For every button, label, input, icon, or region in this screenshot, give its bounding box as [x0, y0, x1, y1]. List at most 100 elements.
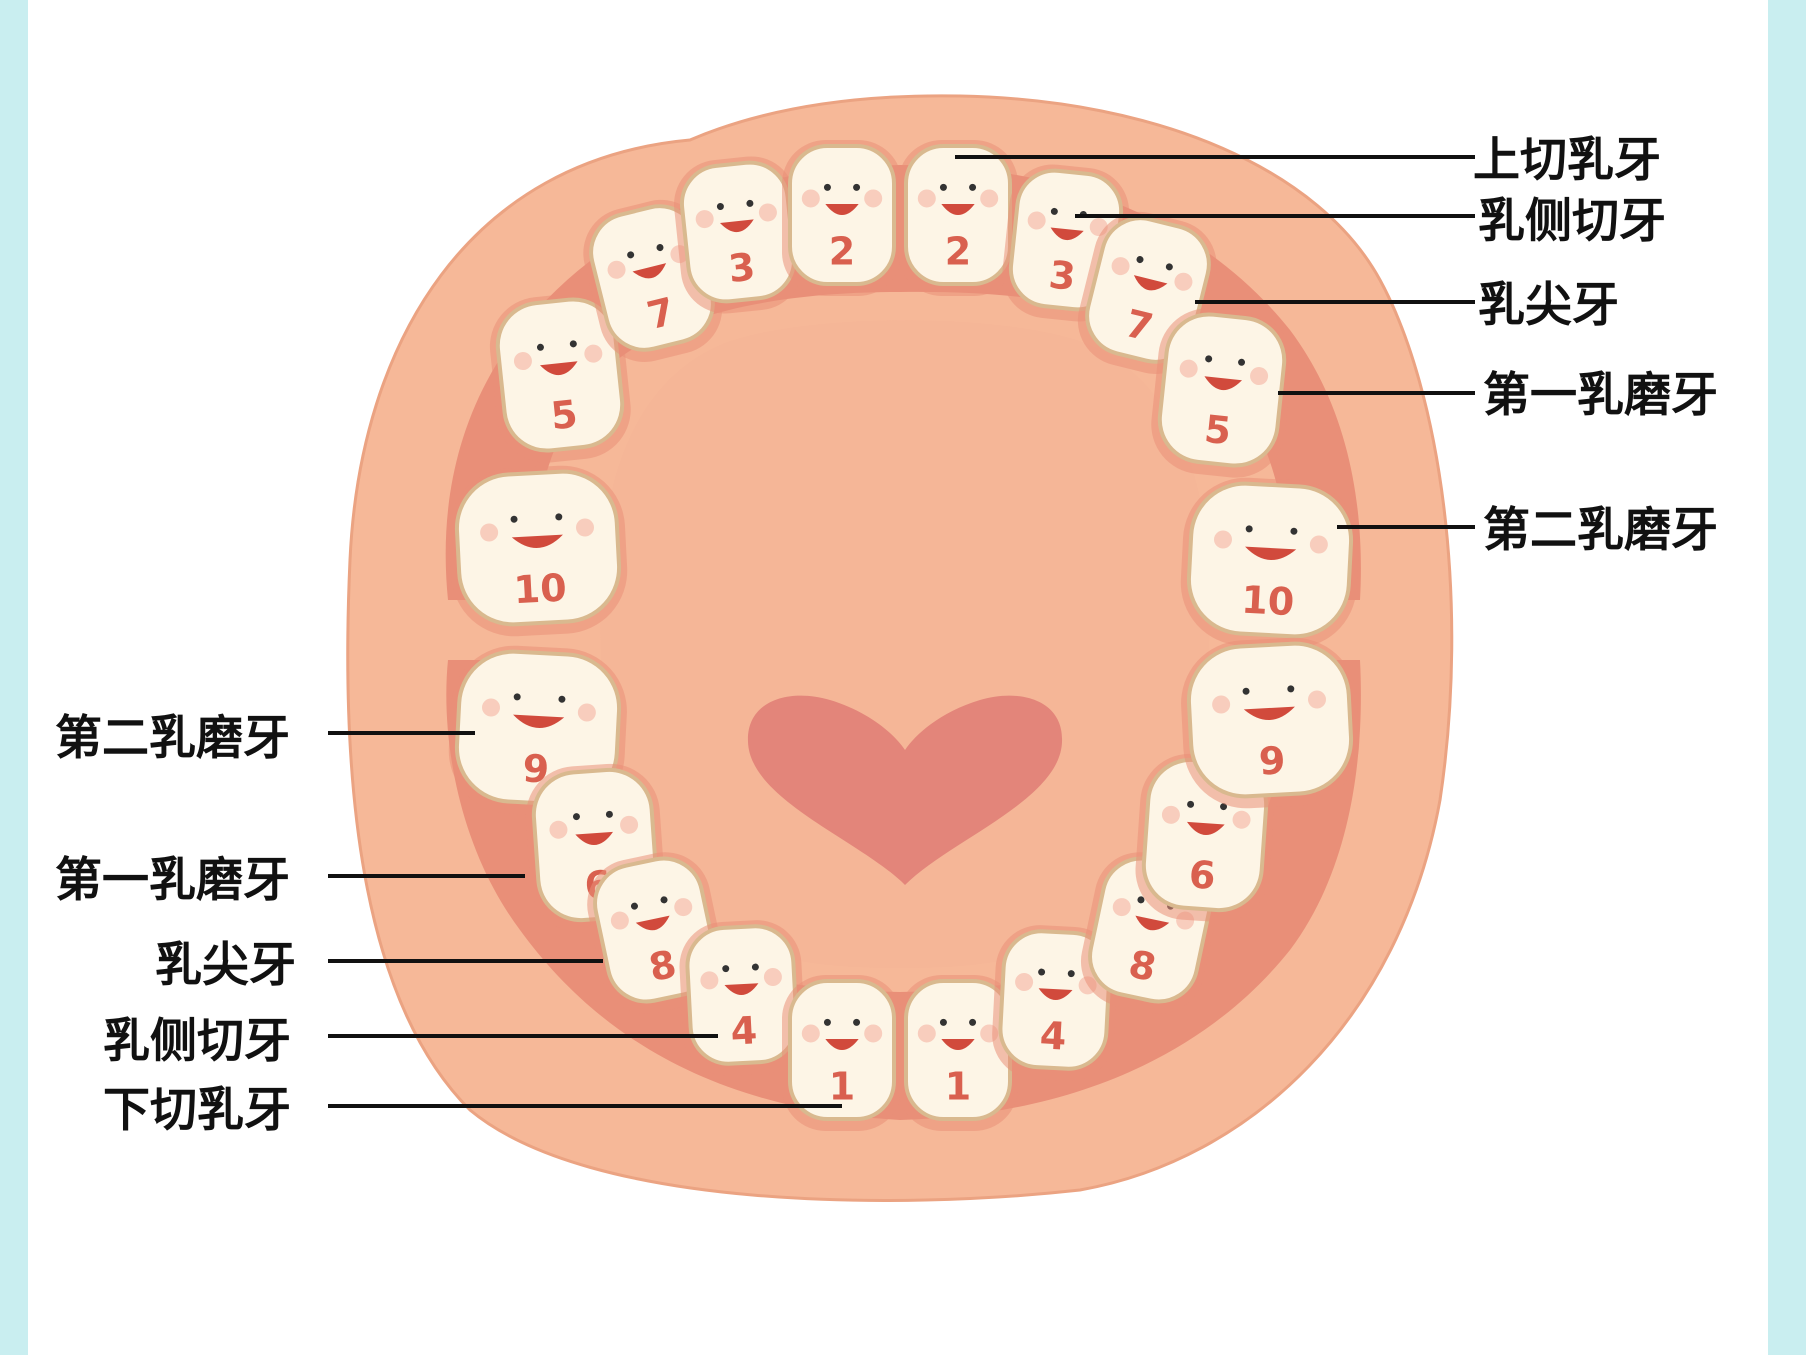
- tooth-eye-right: [1220, 803, 1228, 811]
- tooth-cheek-left: [607, 260, 626, 279]
- tooth-cheek-right: [1309, 535, 1328, 554]
- tooth-eye-left: [1038, 968, 1046, 976]
- tooth-cheek-left: [801, 189, 820, 208]
- tooth-mouth: [941, 1038, 975, 1050]
- tooth-eye-left: [1136, 256, 1144, 264]
- tooth-cheek-right: [1250, 367, 1269, 386]
- label-upper-lateral-incisor: 乳侧切牙: [1478, 194, 1666, 249]
- tooth-mouth: [1245, 546, 1297, 560]
- tooth-mouth: [511, 534, 563, 548]
- tooth-upper-second-molar-right: 10: [449, 465, 628, 637]
- tooth-cheek-left: [1214, 530, 1233, 549]
- tooth-eye-left: [1245, 525, 1253, 533]
- tooth-eye-left: [536, 343, 544, 351]
- tooth-cheek-right: [577, 703, 596, 722]
- tooth-cheek-right: [584, 344, 603, 363]
- tooth-cheek-left: [1112, 898, 1131, 917]
- tooth-cheek-left: [513, 352, 532, 371]
- tooth-eye-left: [716, 203, 724, 211]
- tooth-eye-right: [1290, 527, 1298, 535]
- tooth-upper-lateral-incisor-right: 3: [674, 156, 803, 314]
- tooth-cheek-left: [1212, 695, 1231, 714]
- tooth-cheek-left: [695, 210, 714, 229]
- tooth-upper-first-molar-right: 5: [489, 293, 631, 463]
- tooth-mouth: [632, 263, 667, 279]
- tooth-number: 4: [730, 1008, 759, 1053]
- tooth-upper-first-molar-left: 5: [1151, 308, 1293, 478]
- tooth-eye-left: [823, 1018, 831, 1026]
- tooth-mouth: [1133, 275, 1168, 291]
- label-upper-central-incisor: 上切乳牙: [1473, 133, 1661, 188]
- tooth-number: 10: [1240, 578, 1295, 625]
- tooth-upper-central-incisor-left: 2: [898, 140, 1018, 296]
- tooth-eye-left: [722, 965, 730, 973]
- tooth-number: 6: [1187, 852, 1216, 898]
- tooth-cheek-right: [763, 968, 782, 987]
- tooth-eye-left: [939, 1018, 947, 1026]
- tooth-lower-central-incisor-right: 1: [782, 975, 902, 1131]
- tooth-cheek-left: [1179, 359, 1198, 378]
- tooth-eye-right: [569, 340, 577, 348]
- tooth-eye-right: [1287, 685, 1295, 693]
- tooth-number: 3: [1047, 253, 1078, 300]
- tooth-eye-left: [1242, 687, 1250, 695]
- label-lower-canine: 乳尖牙: [155, 938, 296, 993]
- tooth-cheek-left: [480, 523, 499, 542]
- label-upper-first-molar: 第一乳磨牙: [1483, 368, 1718, 423]
- tooth-cheek-right: [980, 189, 999, 208]
- tooth-number: 10: [513, 566, 568, 613]
- tooth-eye-right: [558, 695, 566, 703]
- tooth-cheek-left: [610, 911, 629, 930]
- tooth-lower-lateral-incisor-right: 4: [679, 920, 805, 1076]
- tooth-number: 1: [829, 1065, 855, 1109]
- tooth-eye-right: [660, 896, 668, 904]
- tooth-cheek-left: [482, 698, 501, 717]
- tooth-number: 4: [1039, 1013, 1068, 1058]
- tooth-number: 9: [1258, 738, 1287, 783]
- tooth-mouth: [575, 831, 614, 845]
- tooth-cheek-right: [758, 203, 777, 222]
- tooth-eye-left: [1205, 355, 1213, 363]
- tooth-eye-left: [572, 813, 580, 821]
- tooth-cheek-right: [1307, 690, 1326, 709]
- tooth-cheek-left: [917, 189, 936, 208]
- teeth-layer: 1057322375109684114869: [448, 140, 1360, 1131]
- tooth-number: 2: [945, 230, 971, 274]
- tooth-eye-left: [939, 183, 947, 191]
- tooth-cheek-right: [620, 815, 639, 834]
- tooth-mouth: [1204, 376, 1243, 390]
- leader-lines: [328, 155, 1475, 1108]
- tooth-upper-second-molar-left: 10: [1180, 477, 1359, 649]
- tooth-mouth: [825, 1038, 859, 1050]
- tooth-eye-right: [746, 199, 754, 207]
- tooth-eye-left: [1137, 896, 1145, 904]
- tooth-eye-left: [1187, 800, 1195, 808]
- tooth-mouth: [1186, 821, 1225, 835]
- tooth-cheek-right: [575, 518, 594, 537]
- tooth-eye-right: [853, 1018, 861, 1026]
- tooth-mouth: [1050, 227, 1084, 240]
- label-lower-second-molar: 第二乳磨牙: [55, 711, 290, 766]
- tooth-eye-left: [630, 902, 638, 910]
- tooth-number: 3: [726, 245, 757, 292]
- tooth-cheek-left: [1111, 257, 1130, 276]
- tooth-lower-central-incisor-left: 1: [898, 975, 1018, 1131]
- tooth-eye-right: [605, 810, 613, 818]
- tooth-lower-second-molar-left: 9: [1181, 637, 1360, 809]
- tooth-mouth: [941, 203, 975, 215]
- tooth-eye-left: [513, 693, 521, 701]
- tooth-cheek-left: [1161, 805, 1180, 824]
- tooth-mouth: [724, 983, 759, 995]
- label-lower-central-incisor: 下切乳牙: [103, 1083, 291, 1138]
- tooth-eye-right: [555, 513, 563, 521]
- tooth-eye-right: [969, 1018, 977, 1026]
- tooth-cheek-left: [1015, 973, 1034, 992]
- tooth-number: 2: [829, 230, 855, 274]
- label-upper-second-molar: 第二乳磨牙: [1483, 503, 1718, 558]
- tooth-mouth: [539, 361, 578, 375]
- tooth-cheek-right: [674, 898, 693, 917]
- left-side-strip: [0, 0, 28, 1355]
- label-lower-lateral-incisor: 乳侧切牙: [103, 1014, 291, 1069]
